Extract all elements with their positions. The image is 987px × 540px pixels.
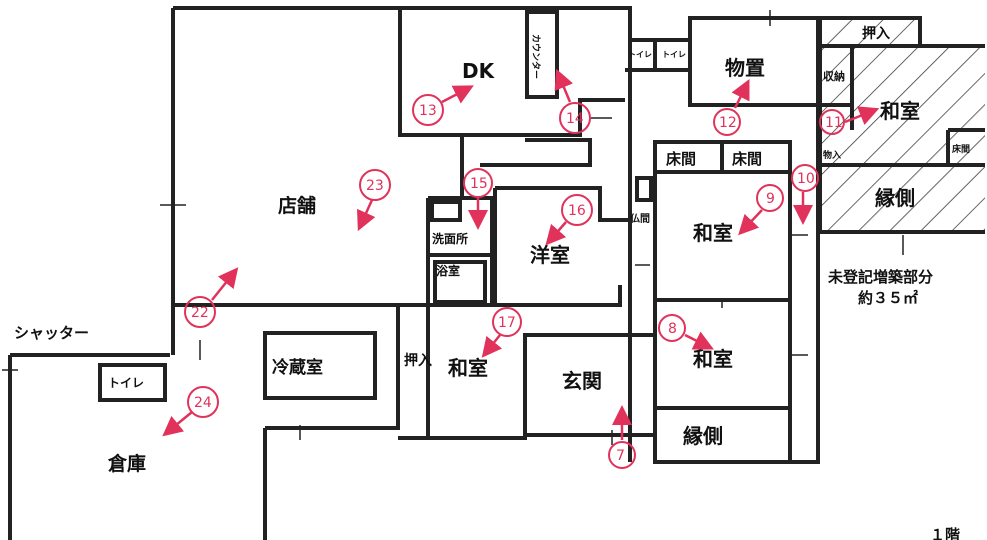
extension-note-line2: 約３５㎡ bbox=[858, 289, 918, 307]
room-toilet-a: トイレ bbox=[628, 50, 652, 59]
marker-8: 8 bbox=[658, 314, 714, 350]
svg-text:12: 12 bbox=[719, 115, 737, 131]
room-butsuma: 仏間 bbox=[630, 213, 650, 225]
svg-text:9: 9 bbox=[766, 191, 775, 207]
room-oshiire-small: 物入 bbox=[823, 149, 841, 161]
marker-22: 22 bbox=[184, 267, 239, 328]
svg-text:7: 7 bbox=[616, 448, 625, 464]
marker-14: 14 bbox=[554, 68, 591, 134]
photo-markers: 7 8 9 10 11 12 13 14 15 16 17 22 23 24 bbox=[162, 68, 880, 469]
svg-text:17: 17 bbox=[498, 315, 516, 331]
room-dk: DK bbox=[462, 59, 496, 83]
room-entrance: 玄関 bbox=[562, 369, 602, 393]
svg-text:16: 16 bbox=[568, 203, 586, 219]
room-oshiire-ext: 押入 bbox=[862, 25, 890, 42]
room-oshiire: 押入 bbox=[404, 352, 432, 369]
room-washitsu-17: 和室 bbox=[448, 356, 488, 380]
marker-16: 16 bbox=[545, 194, 593, 246]
svg-text:14: 14 bbox=[566, 111, 584, 127]
unregistered-extension bbox=[818, 16, 985, 234]
svg-text:23: 23 bbox=[366, 178, 384, 194]
door-ticks bbox=[2, 10, 808, 445]
marker-12: 12 bbox=[713, 79, 750, 136]
marker-11: 11 bbox=[819, 106, 880, 135]
room-cold-room: 冷蔵室 bbox=[272, 357, 323, 378]
room-bath: 浴室 bbox=[436, 263, 460, 278]
marker-7: 7 bbox=[608, 405, 636, 469]
room-store: 店舗 bbox=[278, 194, 316, 217]
room-engawa: 縁側 bbox=[683, 424, 723, 448]
room-washitsu-8: 和室 bbox=[693, 347, 733, 371]
room-tokonoma-c: 床間 bbox=[952, 143, 970, 155]
room-tokonoma-b: 床間 bbox=[732, 150, 762, 168]
svg-text:8: 8 bbox=[668, 321, 677, 337]
marker-23: 23 bbox=[357, 169, 391, 232]
marker-17: 17 bbox=[481, 307, 522, 358]
marker-9: 9 bbox=[738, 184, 784, 236]
room-engawa-ext: 縁側 bbox=[875, 186, 915, 210]
room-washitsu-ext: 和室 bbox=[880, 99, 920, 123]
room-toilet-c: トイレ bbox=[108, 376, 144, 390]
svg-text:24: 24 bbox=[194, 395, 212, 411]
shutter-label: シャッター bbox=[14, 324, 89, 342]
floor-label: １階 bbox=[930, 526, 960, 540]
svg-text:13: 13 bbox=[419, 103, 437, 119]
marker-15: 15 bbox=[463, 168, 493, 230]
room-toilet-b: トイレ bbox=[662, 50, 686, 59]
room-closet-ext: 収納 bbox=[823, 69, 845, 83]
marker-24: 24 bbox=[162, 386, 219, 437]
extension-note-line1: 未登記増築部分 bbox=[827, 268, 933, 286]
walls bbox=[8, 6, 820, 540]
svg-text:10: 10 bbox=[797, 171, 815, 187]
marker-10: 10 bbox=[791, 164, 819, 225]
room-washroom: 洗面所 bbox=[432, 231, 468, 246]
room-washitsu-9: 和室 bbox=[693, 221, 733, 245]
room-western: 洋室 bbox=[530, 243, 570, 267]
room-storage: 物置 bbox=[725, 56, 765, 80]
svg-text:11: 11 bbox=[825, 115, 843, 131]
marker-13: 13 bbox=[412, 85, 474, 126]
room-tokonoma-a: 床間 bbox=[666, 150, 696, 168]
room-warehouse: 倉庫 bbox=[107, 452, 146, 475]
room-counter: カウンター bbox=[530, 34, 542, 79]
svg-text:22: 22 bbox=[191, 305, 209, 321]
svg-text:15: 15 bbox=[470, 176, 488, 192]
room-labels: 店舗 DK カウンター 物置 トイレ トイレ トイレ 洗面所 浴室 洋室 仏間 … bbox=[14, 25, 970, 540]
